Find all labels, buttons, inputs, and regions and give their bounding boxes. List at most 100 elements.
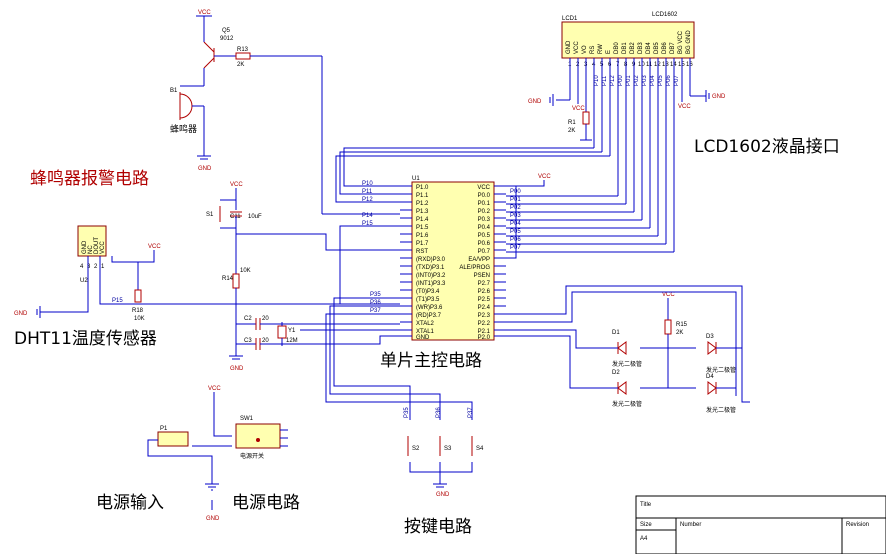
- lcd-net: P06: [666, 75, 672, 86]
- d4-name: 发光二极管: [706, 406, 736, 414]
- sw1-name: 电源开关: [240, 452, 264, 460]
- u2-label: U2: [80, 278, 88, 284]
- u1-pin: PSEN: [474, 273, 490, 279]
- lcd-pin-4: RS: [590, 46, 596, 54]
- u1-right-pins: VCC P0.0 P0.1 P0.2 P0.3 P0.4 P0.5 P0.6 P…: [459, 185, 490, 341]
- p36-label: P36: [370, 300, 381, 306]
- caption-power-input: 电源输入: [96, 493, 164, 513]
- keys-circuit: P35 P36 P37 P35 P36 P37 S2 S3 S4 GND 按键电…: [325, 292, 484, 537]
- u1-pin: P2.1: [478, 329, 491, 335]
- lcd-pin-numbers: 1 2 3 4 5 6 7 8 9 10 11 12 13 14 15 16: [568, 62, 693, 68]
- p1-connector: [157, 431, 189, 447]
- p1-label: P1: [160, 426, 168, 432]
- lcd-part: LCD1602: [652, 12, 678, 18]
- lcd-net: P03: [642, 75, 648, 86]
- lcd-pin-15: BG VCC: [678, 30, 684, 54]
- caption-dht: DHT11温度传感器: [14, 329, 157, 349]
- u1-net: P10: [362, 181, 373, 187]
- tb-size: Size: [640, 522, 652, 528]
- d1-label: D1: [612, 330, 620, 336]
- caption-buzzer: 蜂鸣器报警电路: [30, 169, 149, 189]
- u1-pin: P1.1: [416, 193, 429, 199]
- vcc-label-bg: VCC: [678, 104, 691, 110]
- u1-net: P14: [362, 213, 373, 219]
- u1-chip: [411, 181, 495, 341]
- caption-keys: 按键电路: [404, 517, 472, 537]
- u1-pin: GND: [416, 335, 430, 341]
- gnd-label-power: GND: [206, 516, 220, 522]
- u1-pin: (INT0)P3.2: [416, 273, 446, 279]
- r13-value: 2K: [237, 62, 244, 68]
- lcd-net: P01: [626, 75, 632, 86]
- u1-pin: (WR)P3.6: [416, 305, 443, 311]
- u1-pin: P1.3: [416, 209, 429, 215]
- u1-left-net-labels: P10 P11 P12 P14 P15: [362, 181, 373, 227]
- vcc-label-dht: VCC: [148, 244, 161, 250]
- reset-crystal-circuit: VCC S1 C11 10uF R14 10K C2 20 C3 20 Y1 1…: [206, 182, 400, 372]
- dht11-sensor: [77, 225, 107, 257]
- u1-pin: P0.3: [478, 217, 491, 223]
- mcu-circuit: U1 P1.0 P1.1 P1.2 P1.3 P1.4 P1.5 P1.6 P1…: [362, 174, 551, 371]
- dht-pin: NC: [88, 245, 94, 254]
- d3-name: 发光二极管: [706, 366, 736, 374]
- u1-pin: P1.6: [416, 233, 429, 239]
- dht-pin: DOUT: [94, 237, 100, 254]
- vcc-label-led: VCC: [662, 292, 675, 298]
- d2-diode: [617, 381, 627, 395]
- s1-label: S1: [206, 212, 214, 218]
- gnd-label-bg: GND: [712, 94, 726, 100]
- gnd-label-lcd: GND: [528, 99, 542, 105]
- dht-pin-num: 2: [94, 264, 98, 270]
- u1-pin: (TXD)P3.1: [416, 265, 445, 271]
- r14-value: 10K: [240, 268, 251, 274]
- r1-label: R1: [568, 120, 576, 126]
- gnd-label-buzzer: GND: [198, 166, 212, 172]
- lcd-pin-5: RW: [598, 44, 604, 54]
- p37-label: P37: [370, 308, 381, 314]
- u1-pin: VCC: [477, 185, 490, 191]
- dht-pin-num: 1: [101, 264, 105, 270]
- caption-lcd: LCD1602液晶接口: [694, 137, 840, 157]
- lcd-net: P04: [650, 75, 656, 86]
- key-net-label: P35: [404, 407, 410, 418]
- sw1-pole: [256, 438, 260, 442]
- lcd-net: P10: [594, 75, 600, 86]
- lcd-pin-10: DB3: [638, 42, 644, 54]
- lcd-net: P00: [618, 75, 624, 86]
- p35-label: P35: [370, 292, 381, 298]
- dht-pin: VCC: [100, 241, 106, 254]
- u1-pin: P2.5: [478, 297, 491, 303]
- u1-pin: P1.2: [416, 201, 429, 207]
- lcd-ref: LCD1: [562, 16, 578, 22]
- buzzer-circuit: VCC Q5 9012 R13 2K B1 蜂鸣器 GND 蜂鸣器报警电路: [30, 10, 400, 215]
- lcd-net-labels: P10 P11 P12 P00 P01 P02 P03 P04 P05 P06 …: [594, 75, 680, 86]
- r18-label: R18: [132, 308, 144, 314]
- lcd-circuit: LCD1 LCD1602 GND VCC VO RS RW E DB0 DB1 …: [335, 12, 840, 253]
- led-circuit: VCC R15 2K D1 发光二极管 D2 发光二极管 D3 发光二极管 D4…: [506, 285, 750, 414]
- r15-resistor: [664, 319, 672, 335]
- d2-name: 发光二极管: [612, 400, 642, 408]
- r18-resistor: [134, 289, 142, 303]
- sw1-label: SW1: [240, 416, 254, 422]
- r15-value: 2K: [676, 330, 683, 336]
- u1-pin: P2.2: [478, 321, 491, 327]
- lcd-pin-2: VCC: [574, 41, 580, 54]
- lcd-pin-1: GND: [566, 40, 572, 54]
- u1-pin: P1.4: [416, 217, 429, 223]
- c3-value: 20: [262, 338, 269, 344]
- vcc-label-q5: VCC: [198, 10, 211, 16]
- lcd-pin-12: DB5: [654, 42, 660, 54]
- u1-pin: (T0)P3.4: [416, 289, 440, 295]
- d4-diode: [707, 381, 717, 395]
- u1-pin: P2.3: [478, 313, 491, 319]
- u1-pin: P0.2: [478, 209, 491, 215]
- s3-label: S3: [444, 446, 452, 452]
- r14-label: R14: [222, 276, 234, 282]
- lcd-net: P05: [658, 75, 664, 86]
- lcd-pin-14: DB7: [670, 42, 676, 54]
- u1-pin: P0.5: [478, 233, 491, 239]
- u1-pin: (RD)P3.7: [416, 313, 442, 319]
- u1-pin: RST: [416, 249, 428, 255]
- c2-label: C2: [244, 316, 252, 322]
- u1-pin: P1.7: [416, 241, 429, 247]
